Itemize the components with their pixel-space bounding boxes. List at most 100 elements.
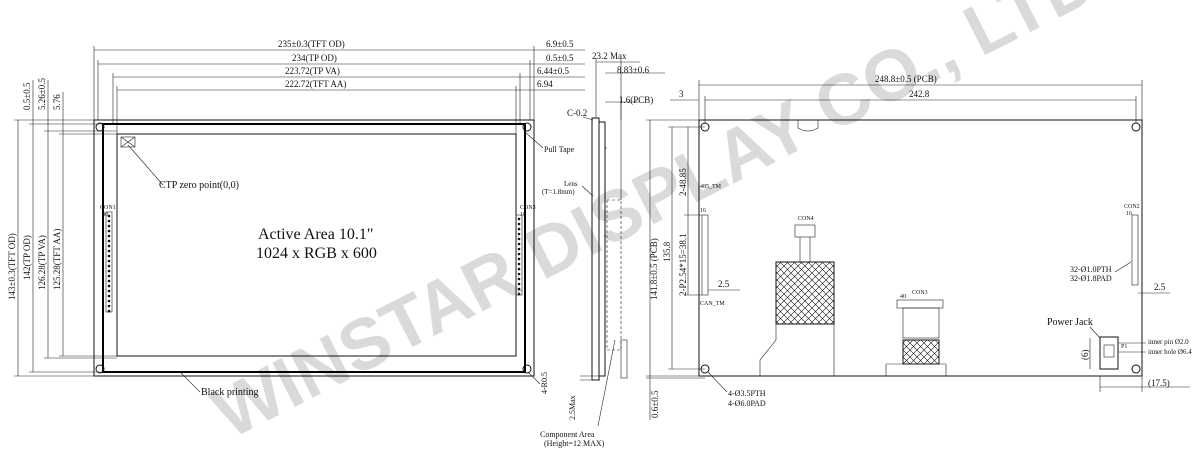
dim-tp-od-width: 234(TP OD) xyxy=(292,53,337,63)
pin-icon xyxy=(517,247,521,251)
pin-icon xyxy=(107,299,111,303)
dim-tp-od-height: 142(TP OD) xyxy=(22,235,32,280)
mount-hole-icon xyxy=(95,364,105,374)
con-left-label: CON1 xyxy=(100,205,116,211)
ctp-zero-marker xyxy=(120,136,136,148)
con-left-num: 40 xyxy=(102,212,108,218)
front-top-dimensions xyxy=(93,46,585,134)
pin-icon xyxy=(517,237,521,241)
pin-icon xyxy=(107,239,111,243)
pin-icon xyxy=(517,277,521,281)
pin-icon xyxy=(517,217,521,221)
dim-23-2-max: 23.2 Max xyxy=(592,51,627,61)
pin-icon xyxy=(107,249,111,253)
dim-tp-va-height: 126.28(TP VA) xyxy=(37,235,47,290)
pin-icon xyxy=(107,279,111,283)
pin-icon xyxy=(517,252,521,256)
mount-hole-icon xyxy=(522,364,532,374)
pin-icon xyxy=(517,287,521,291)
front-pin-column-left xyxy=(105,211,113,313)
pin-icon xyxy=(107,224,111,228)
dim-tft-od-width: 235±0.3(TFT OD) xyxy=(278,39,345,49)
dim-242-8: 242.8 xyxy=(909,89,930,99)
tft-outline xyxy=(93,119,535,377)
dim-3: 3 xyxy=(679,89,684,99)
dim-tp-va-width: 223.72(TP VA) xyxy=(285,66,340,76)
dim-2-5-max: 2.5Max xyxy=(568,395,577,420)
label-p1: P1 xyxy=(1121,344,1127,350)
pin-icon xyxy=(107,304,111,308)
label-can-tm: CAN_TM xyxy=(700,301,725,307)
label-con4: CON4 xyxy=(798,216,814,222)
front-view: CON1 40 CON3 16 Active Area 10.1" 1024 x… xyxy=(7,39,585,398)
holes-label-line2: 4-Ø6.0PAD xyxy=(728,399,766,408)
side-component-area xyxy=(606,199,622,351)
pin-icon xyxy=(107,234,111,238)
pin-icon xyxy=(107,254,111,258)
dim-2-5-right: 2.5 xyxy=(1154,282,1166,292)
pcb-hole-icon xyxy=(1131,364,1141,374)
side-view: 23.2 Max 8.83±0.6 1.6(PCB) C-0.2 Lens (T… xyxy=(540,51,665,448)
pcb-outline xyxy=(698,119,1143,377)
dim-tft-aa-height: 125.28(TFT AA) xyxy=(52,229,62,290)
back-pin-header-right xyxy=(1131,214,1139,286)
pull-tape-label: Pull Tape xyxy=(544,145,575,154)
lens-label-line1: Lens xyxy=(564,180,578,188)
ctp-zero-label: CTP zero point(0,0) xyxy=(159,180,239,191)
label-485-tm: 485_TM xyxy=(700,184,722,190)
dim-2-48-85: 2-48.85 xyxy=(678,168,688,196)
component-area-line2: (Height=12 MAX) xyxy=(544,439,605,448)
dim-top-right-3: 6.94 xyxy=(537,79,553,89)
pin-icon xyxy=(107,244,111,248)
dim-17-5: (17.5) xyxy=(1148,378,1170,388)
label-back-left-num: 16 xyxy=(700,208,706,214)
con-right-label: CON3 xyxy=(520,205,536,211)
pin-icon xyxy=(517,292,521,296)
con-right-num: 16 xyxy=(520,212,526,218)
pin-icon xyxy=(517,227,521,231)
dim-8-83: 8.83±0.6 xyxy=(617,65,649,75)
c-0-2-label: C-0.2 xyxy=(567,108,587,118)
fpc-hatched-stiffener-1 xyxy=(775,261,835,325)
dim-left-top-1: 5.26±0.5 xyxy=(37,78,47,110)
pin-icon xyxy=(107,284,111,288)
dim-left-top-0: 0.5±0.5 xyxy=(22,82,32,110)
pth-label-line1: 32-Ø1.0PTH xyxy=(1070,265,1112,274)
inner-pin-label: inner pin Ø2.0 xyxy=(1148,338,1189,346)
black-printing-frame xyxy=(102,123,526,373)
label-con2-num: 16 xyxy=(1126,211,1132,217)
pin-icon xyxy=(517,232,521,236)
inner-hole-label: inner hole Ø6.4 xyxy=(1148,348,1192,356)
pin-icon xyxy=(107,259,111,263)
pin-icon xyxy=(107,289,111,293)
dim-pcb-height: 141.8±0.5 (PCB) xyxy=(649,238,659,300)
label-con2: CON2 xyxy=(1124,204,1140,210)
pin-icon xyxy=(517,257,521,261)
pin-icon xyxy=(517,262,521,266)
back-view: 485_TM 16 CAN_TM CON2 16 32-Ø1.0PTH 32-Ø… xyxy=(646,74,1192,420)
side-pcb xyxy=(620,339,628,379)
front-left-dimensions xyxy=(14,80,117,377)
pin-icon xyxy=(107,274,111,278)
pin-icon xyxy=(107,309,111,313)
active-area-title: Active Area 10.1" xyxy=(258,226,373,243)
power-jack-icon xyxy=(1099,336,1119,370)
dim-6: (6) xyxy=(1080,350,1090,361)
label-con3: CON3 xyxy=(912,290,928,296)
dim-2-5: 2.5 xyxy=(718,279,730,289)
back-pin-header-left xyxy=(701,214,709,296)
dim-left-top-2: 5.76 xyxy=(52,94,62,110)
dim-0-6: 0.6±0.5 xyxy=(650,390,660,418)
pin-icon xyxy=(107,219,111,223)
dim-tft-od-height: 143±0.3(TFT OD) xyxy=(7,233,17,300)
pin-icon xyxy=(107,214,111,218)
dim-tft-aa-width: 222.72(TFT AA) xyxy=(285,79,346,89)
dim-top-right-1: 0.5±0.5 xyxy=(546,53,574,63)
lens-label-line2: (T=1.8mm) xyxy=(542,188,575,196)
pin-icon xyxy=(517,282,521,286)
dim-1-6-pcb: 1.6(PCB) xyxy=(619,95,653,105)
pin-icon xyxy=(107,294,111,298)
power-jack-label: Power Jack xyxy=(1047,317,1093,328)
pin-icon xyxy=(107,269,111,273)
label-con3-num: 40 xyxy=(900,294,906,300)
